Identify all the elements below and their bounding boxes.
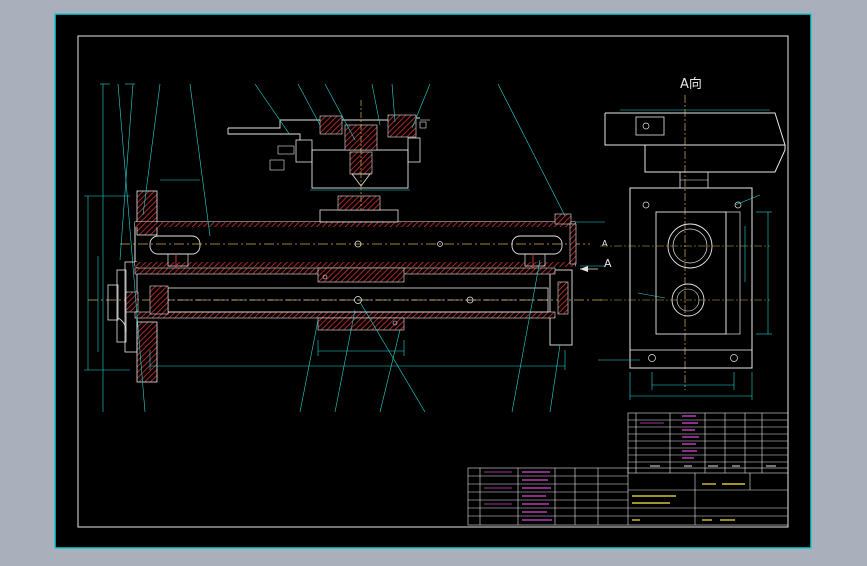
front-section-view (88, 100, 605, 383)
side-view-a: A向 (600, 76, 786, 390)
parts-list-entries (484, 415, 699, 521)
leader-lines (100, 83, 566, 413)
parts-list-lower (467, 467, 789, 526)
view-label: A向 (680, 76, 702, 92)
section-letter-bottom: A (602, 239, 608, 248)
section-letter-side: A (604, 257, 612, 270)
parts-list-upper (627, 412, 789, 474)
section-arrow-a: A A (580, 239, 612, 272)
dimension-lines (84, 179, 605, 371)
drawing-border (77, 35, 789, 528)
title-block-entries (632, 483, 745, 521)
side-view-dimensions (598, 109, 772, 400)
